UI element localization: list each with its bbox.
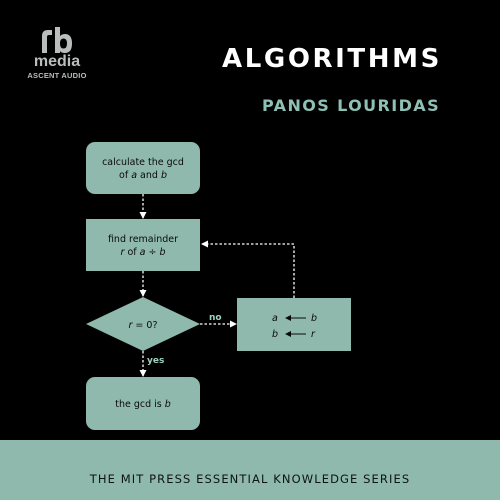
assign-row2-right: r [311, 329, 316, 340]
logo-wordmark: media [33, 53, 81, 70]
assign-row1-right: b [311, 313, 317, 324]
remainder-box [86, 219, 200, 271]
start-line1: calculate the gcd [102, 157, 184, 168]
assign-arrowhead-2 [285, 331, 291, 337]
assign-row1-left: a [272, 313, 278, 324]
decision-diamond [86, 297, 200, 351]
end-text: the gcd is b [115, 399, 171, 410]
book-author: PANOS LOURIDAS [262, 96, 441, 115]
edge-loop-back [201, 240, 295, 298]
book-title: ALGORITHMS [222, 44, 442, 74]
assign-arrowhead-1 [285, 315, 291, 321]
remainder-line1: find remainder [108, 234, 178, 245]
logo-subtitle: ASCENT AUDIO [27, 71, 87, 80]
decision-text: r = 0? [129, 320, 158, 331]
end-box [86, 377, 200, 430]
edge-label-yes: yes [147, 356, 164, 366]
assign-row2-left: b [272, 329, 278, 340]
start-box [86, 142, 200, 194]
edge-label-no: no [209, 313, 222, 323]
assign-box [237, 298, 351, 351]
rb-logo-icon [42, 27, 72, 53]
start-line2: of a and b [119, 170, 167, 181]
series-name: THE MIT PRESS ESSENTIAL KNOWLEDGE SERIES [89, 472, 411, 486]
series-band [0, 440, 500, 500]
publisher-logo: media ASCENT AUDIO [26, 26, 88, 80]
remainder-line2: r of a ÷ b [121, 247, 166, 258]
